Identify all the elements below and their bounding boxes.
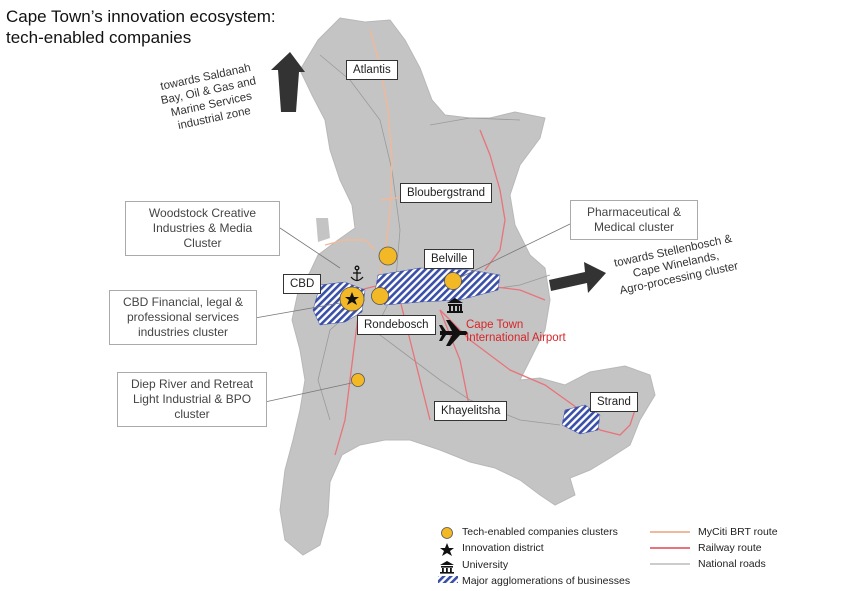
diep-line-3: cluster bbox=[174, 407, 210, 421]
woodstock-line-1: Woodstock Creative bbox=[148, 206, 257, 220]
legend-railway: Railway route bbox=[698, 542, 762, 554]
cluster-belville bbox=[444, 272, 462, 290]
place-atlantis: Atlantis bbox=[346, 60, 398, 80]
cluster-diep-river-label: Diep River and Retreat Light Industrial … bbox=[117, 372, 267, 427]
circle-icon bbox=[441, 527, 453, 539]
title-line-2: tech-enabled companies bbox=[6, 28, 192, 47]
hatch-icon bbox=[438, 576, 458, 583]
cluster-cbd-financial-label: CBD Financial, legal & professional serv… bbox=[109, 290, 257, 345]
cluster-woodstock bbox=[371, 287, 389, 305]
place-rondebosch: Rondebosch bbox=[357, 315, 436, 335]
cluster-pharma-label: Pharmaceutical & Medical cluster bbox=[570, 200, 698, 240]
legend-university: University bbox=[462, 559, 509, 571]
leader-lines bbox=[254, 223, 571, 403]
legend-innovation: Innovation district bbox=[462, 542, 544, 554]
cluster-diep-river bbox=[351, 373, 365, 387]
airplane-icon bbox=[439, 320, 468, 346]
place-belville: Belville bbox=[424, 249, 475, 269]
airport-line-2: International Airport bbox=[466, 332, 566, 344]
legend-clusters: Tech-enabled companies clusters bbox=[462, 526, 618, 538]
university-icon bbox=[447, 298, 463, 313]
legend-agglomerations: Major agglomerations of businesses bbox=[462, 575, 631, 587]
airport-label: Cape Town International Airport bbox=[466, 319, 566, 345]
star-icon-legend bbox=[440, 543, 454, 556]
arrow-icon-east bbox=[549, 262, 606, 293]
pharma-line-1: Pharmaceutical & bbox=[586, 205, 682, 219]
cbd-line-3: industries cluster bbox=[137, 325, 229, 339]
robben-island bbox=[316, 218, 330, 242]
star-icon bbox=[345, 292, 359, 305]
legend-brt: MyCiti BRT route bbox=[698, 526, 778, 538]
title-line-1: Cape Town’s innovation ecosystem: bbox=[6, 7, 276, 26]
legend-roads: National roads bbox=[698, 558, 766, 570]
woodstock-line-3: Cluster bbox=[183, 236, 222, 250]
place-strand: Strand bbox=[590, 392, 638, 412]
place-khayelitsha: Khayelitsha bbox=[434, 401, 508, 421]
cbd-line-1: CBD Financial, legal & bbox=[122, 295, 244, 309]
woodstock-line-2: Industries & Media bbox=[152, 221, 253, 235]
university-icon-legend bbox=[440, 561, 454, 574]
arrow-icon bbox=[271, 52, 305, 112]
cbd-line-2: professional services bbox=[126, 310, 240, 324]
cluster-north bbox=[378, 246, 398, 266]
diep-line-2: Light Industrial & BPO bbox=[132, 392, 252, 406]
pharma-line-2: Medical cluster bbox=[593, 220, 675, 234]
cluster-woodstock-label: Woodstock Creative Industries & Media Cl… bbox=[125, 201, 280, 256]
legend-symbols bbox=[438, 527, 690, 583]
anchor-icon bbox=[350, 265, 364, 282]
diep-line-1: Diep River and Retreat bbox=[130, 377, 254, 391]
agglomeration-strand bbox=[561, 404, 601, 435]
airport-line-1: Cape Town bbox=[466, 319, 524, 331]
place-bloubergstrand: Bloubergstrand bbox=[400, 183, 492, 203]
place-cbd: CBD bbox=[283, 274, 322, 294]
page-title: Cape Town’s innovation ecosystem: tech-e… bbox=[6, 6, 276, 48]
